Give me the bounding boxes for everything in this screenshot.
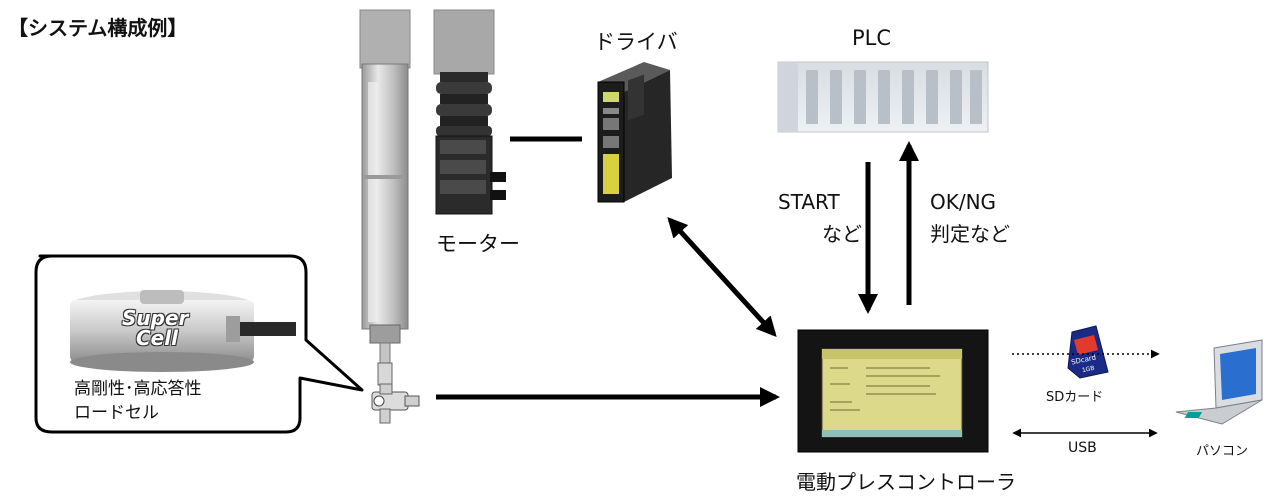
laptop (1175, 339, 1263, 425)
driver-label: ドライバ (594, 30, 678, 54)
press-actuator (359, 9, 420, 424)
plc-unit (777, 61, 989, 133)
driver-unit (597, 62, 672, 203)
pc-label: パソコン (1196, 444, 1249, 459)
okng-label-line1: OK/NG (930, 190, 997, 214)
supercell-logo-line2: Cell (136, 326, 178, 350)
start-label-line1: START (778, 190, 840, 214)
press-controller (797, 329, 989, 453)
load-cell-callout (34, 254, 364, 434)
loadcell-label-line1: 高剛性･高応答性 (74, 379, 202, 399)
sd-card-label: SDカード (1046, 390, 1104, 405)
diagram-title: 【システム構成例】 (8, 16, 188, 40)
usb-label: USB (1068, 440, 1097, 456)
load-cell-image (70, 290, 296, 372)
sd-card (1067, 325, 1109, 379)
okng-label-line2: 判定など (930, 222, 1010, 246)
motor (433, 9, 506, 215)
motor-label: モーター (436, 232, 520, 256)
loadcell-label-line2: ロードセル (74, 403, 159, 423)
controller-label: 電動プレスコントローラ (796, 470, 1016, 494)
supercell-logo-line1: Super (122, 306, 189, 330)
start-label-line2: など (822, 222, 862, 246)
plc-label: PLC (852, 26, 892, 50)
driver-controller-arrow (667, 217, 777, 337)
